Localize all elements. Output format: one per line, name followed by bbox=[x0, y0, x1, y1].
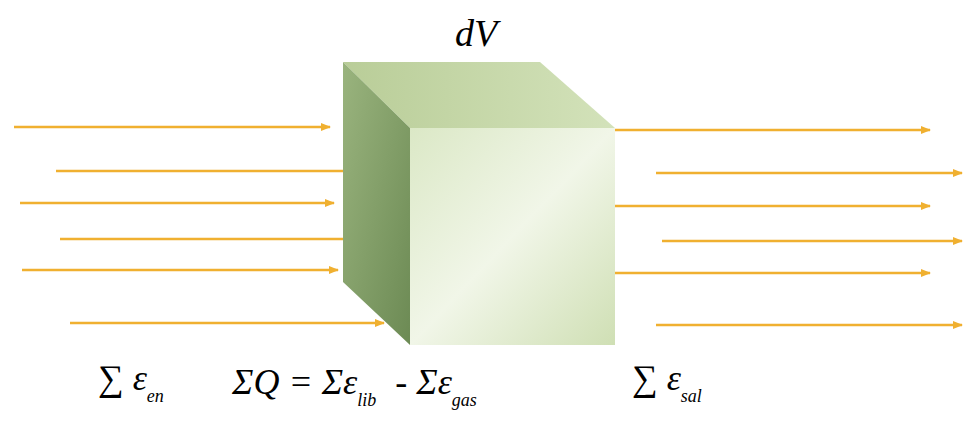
incoming-arrows bbox=[14, 127, 384, 323]
equation-term: ΣQ = Σε bbox=[232, 362, 357, 402]
outgoing-arrows bbox=[615, 130, 962, 325]
equation-term: ∑ ε bbox=[98, 358, 147, 398]
volume-label: dV bbox=[455, 12, 497, 54]
subscript-label: en bbox=[147, 386, 164, 406]
equation-group: ∑ εsal bbox=[632, 360, 712, 405]
equation-group: ∑ εen bbox=[98, 360, 174, 405]
volume-cube bbox=[343, 62, 615, 345]
equation-group: ΣQ = Σεlib - Σεgas bbox=[232, 364, 487, 409]
subscript-label: lib bbox=[357, 390, 376, 410]
subscript-label: sal bbox=[681, 386, 702, 406]
subscript-label: gas bbox=[452, 390, 477, 410]
equation-group: dV bbox=[455, 14, 497, 52]
equation-term: ∑ ε bbox=[632, 358, 681, 398]
equation-term: - Σε bbox=[386, 362, 452, 402]
